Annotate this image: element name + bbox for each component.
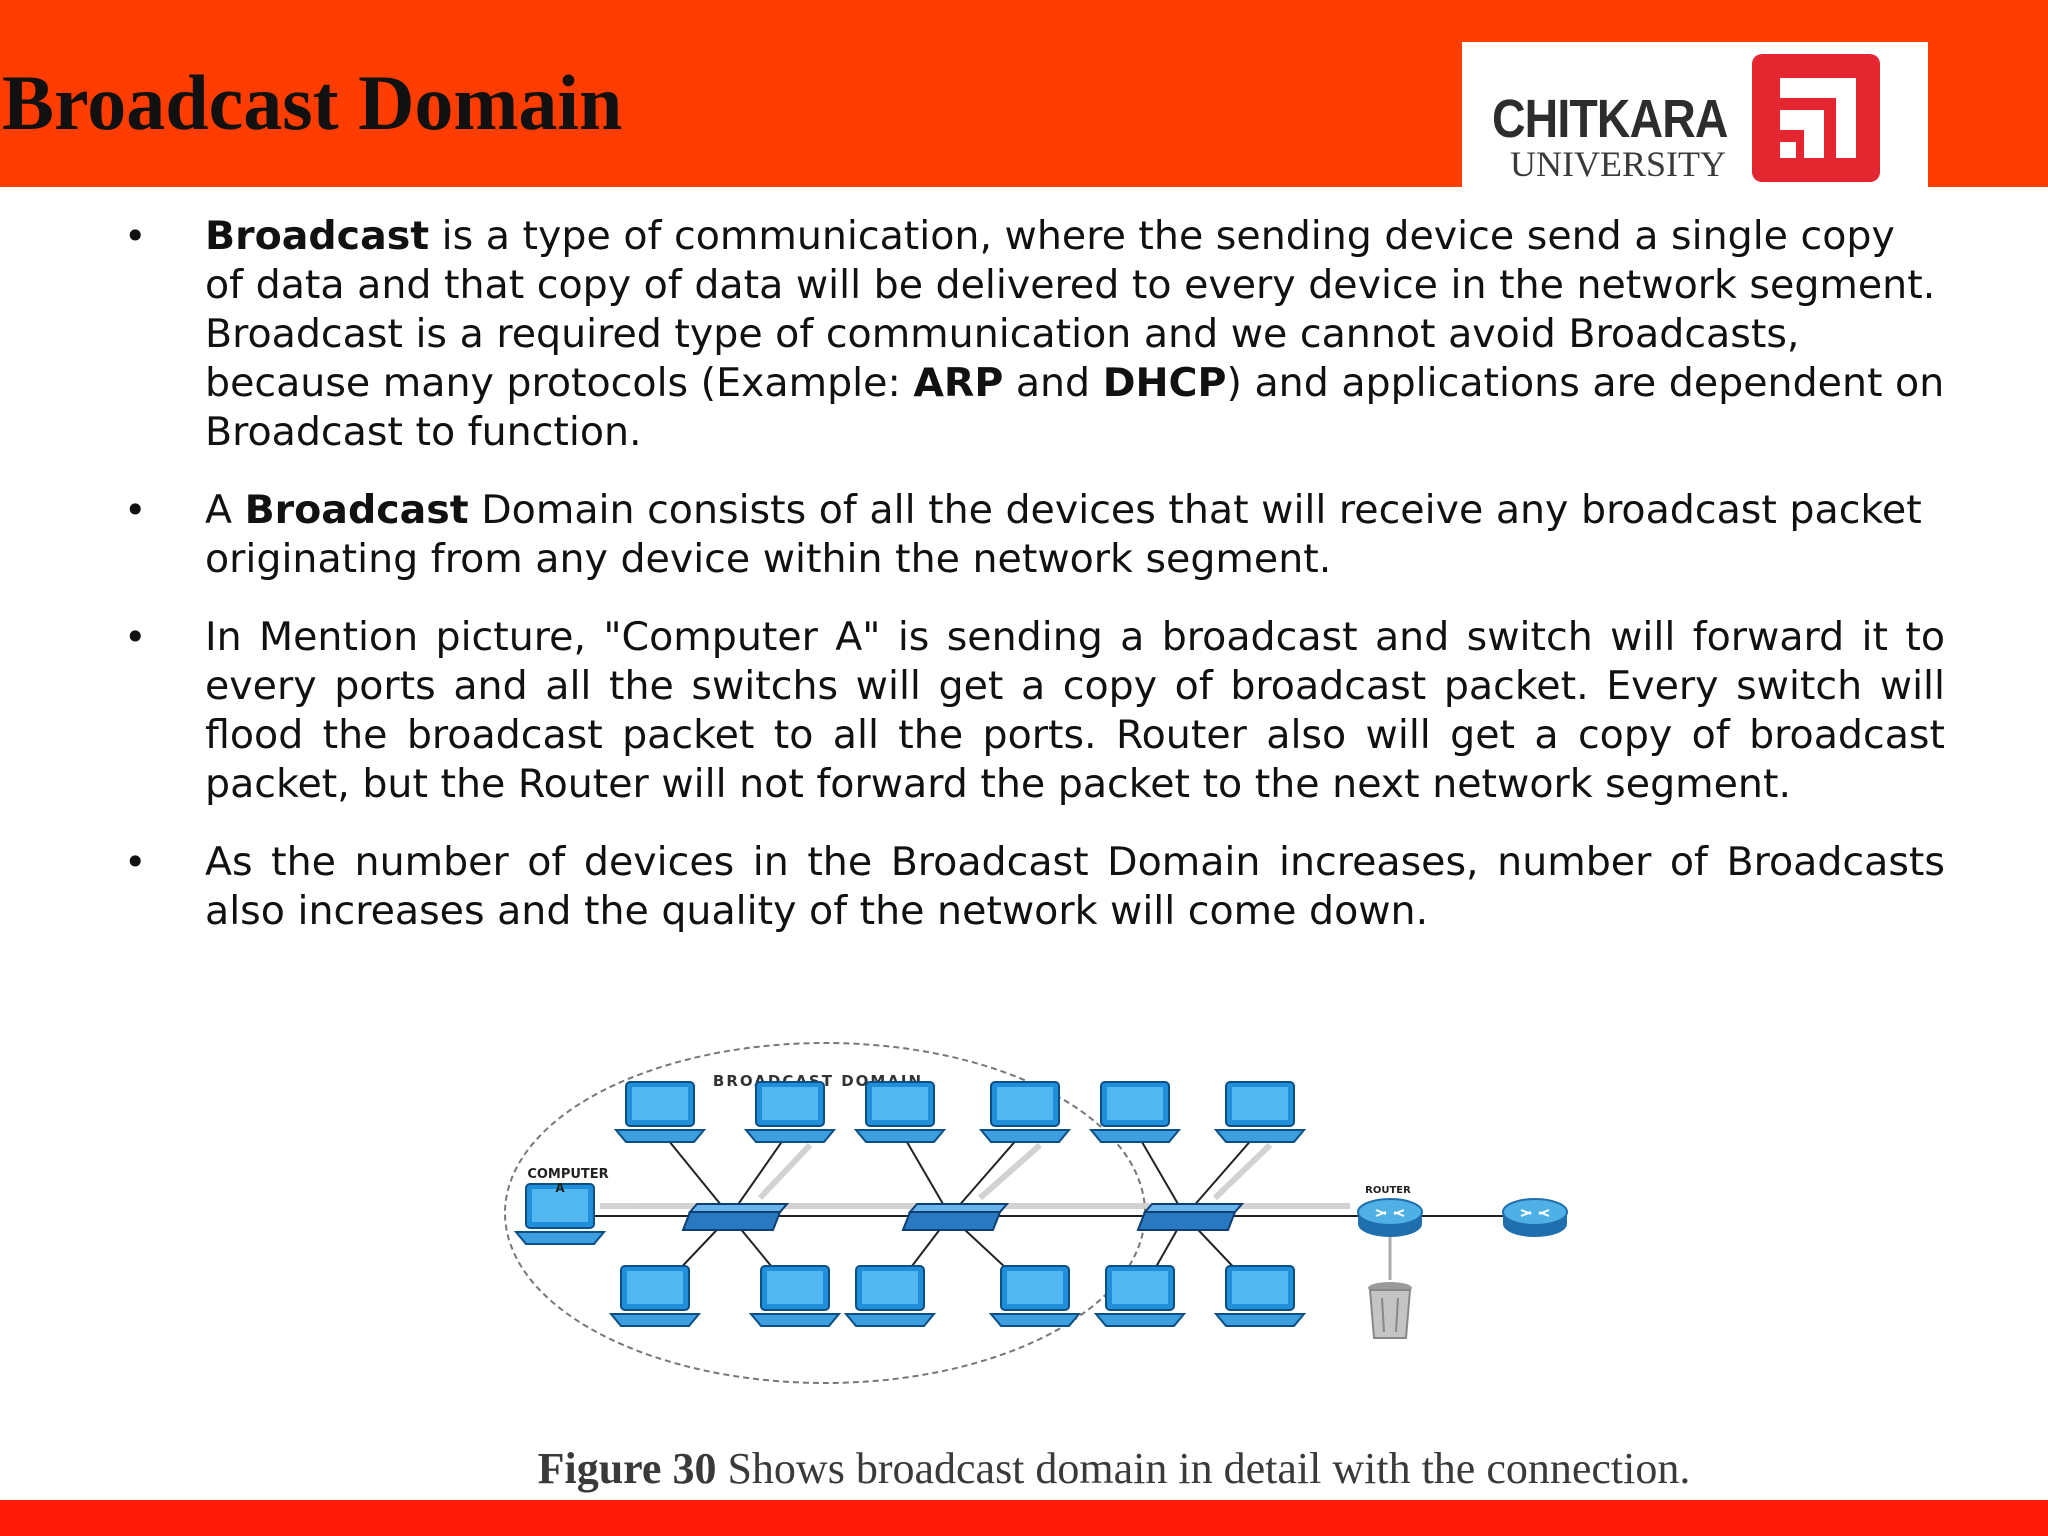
bullet-item: • Broadcast is a type of communication, … [0,212,2048,457]
keyword-arp: ARP [913,360,1004,406]
computer-icon [1090,1081,1180,1143]
keyword-broadcast: Broadcast [205,213,430,259]
bullet-text: In Mention picture, "Computer A" is send… [205,614,1945,807]
bullet-text-part: ) and applications are dependent on Broa… [205,360,1945,455]
logo-subname: UNIVERSITY [1510,144,1726,184]
bullet-text-part: and [1003,360,1103,406]
trash-bin-icon [1368,1282,1412,1339]
bullet-point: • [124,214,147,258]
keyword-dhcp: DHCP [1102,360,1227,406]
computer-icon [1095,1265,1185,1327]
bullet-text: As the number of devices in the Broadcas… [205,839,1945,934]
bullet-list: • Broadcast is a type of communication, … [0,212,2048,965]
next-segment-router-icon [1502,1198,1568,1238]
switch-icon [1137,1203,1243,1231]
header-bar: Broadcast Domain CHITKARA UNIVERSITY [0,0,2048,187]
bullet-text: Broadcast is a type of communication, wh… [205,212,1945,457]
computer-icon [1215,1265,1305,1327]
computer-icon [610,1265,700,1327]
footer-bar [0,1500,2048,1536]
computer-icon [615,1081,705,1143]
bullet-text-part: A [205,487,245,533]
computer-icon [990,1265,1080,1327]
computer-icon [980,1081,1070,1143]
caption-text: Shows broadcast domain in detail with th… [716,1444,1691,1493]
keyword-broadcast: Broadcast [244,487,469,533]
bullet-text-part: Domain consists of all the devices that … [205,487,1922,582]
broadcast-domain-diagram: BROADCAST DOMAIN [504,1042,1568,1384]
bullet-text: A Broadcast Domain consists of all the d… [205,486,1945,584]
switch-icon [682,1203,788,1231]
bullet-point: • [124,615,147,659]
computer-icon [1215,1081,1305,1143]
bullet-text-part: is a type of communication, where the se… [205,213,1936,406]
bullet-point: • [124,488,147,532]
slide-title: Broadcast Domain [2,59,623,146]
bullet-point: • [124,840,147,884]
computer-letter: A [555,1181,565,1195]
figure-caption: Figure 30 Shows broadcast domain in deta… [0,1442,2048,1496]
bullet-item: • As the number of devices in the Broadc… [0,838,2048,936]
chitkara-logo: CHITKARA UNIVERSITY [1462,42,1928,187]
computer-icon [745,1081,835,1143]
computer-icon [845,1265,935,1327]
logo-mark-icon [1752,54,1880,182]
logo-name: CHITKARA [1492,89,1728,149]
figure-number: Figure 30 [537,1444,717,1493]
flood-arrows [600,1142,1350,1209]
router-label: ROUTER [1365,1185,1411,1196]
computer-icon [750,1265,840,1327]
computer-label: COMPUTER [527,1167,608,1182]
switch-icon [902,1203,1008,1231]
bullet-item: • In Mention picture, "Computer A" is se… [0,613,2048,809]
computer-icon [855,1081,945,1143]
router-icon [1357,1198,1423,1238]
bullet-item: • A Broadcast Domain consists of all the… [0,486,2048,584]
